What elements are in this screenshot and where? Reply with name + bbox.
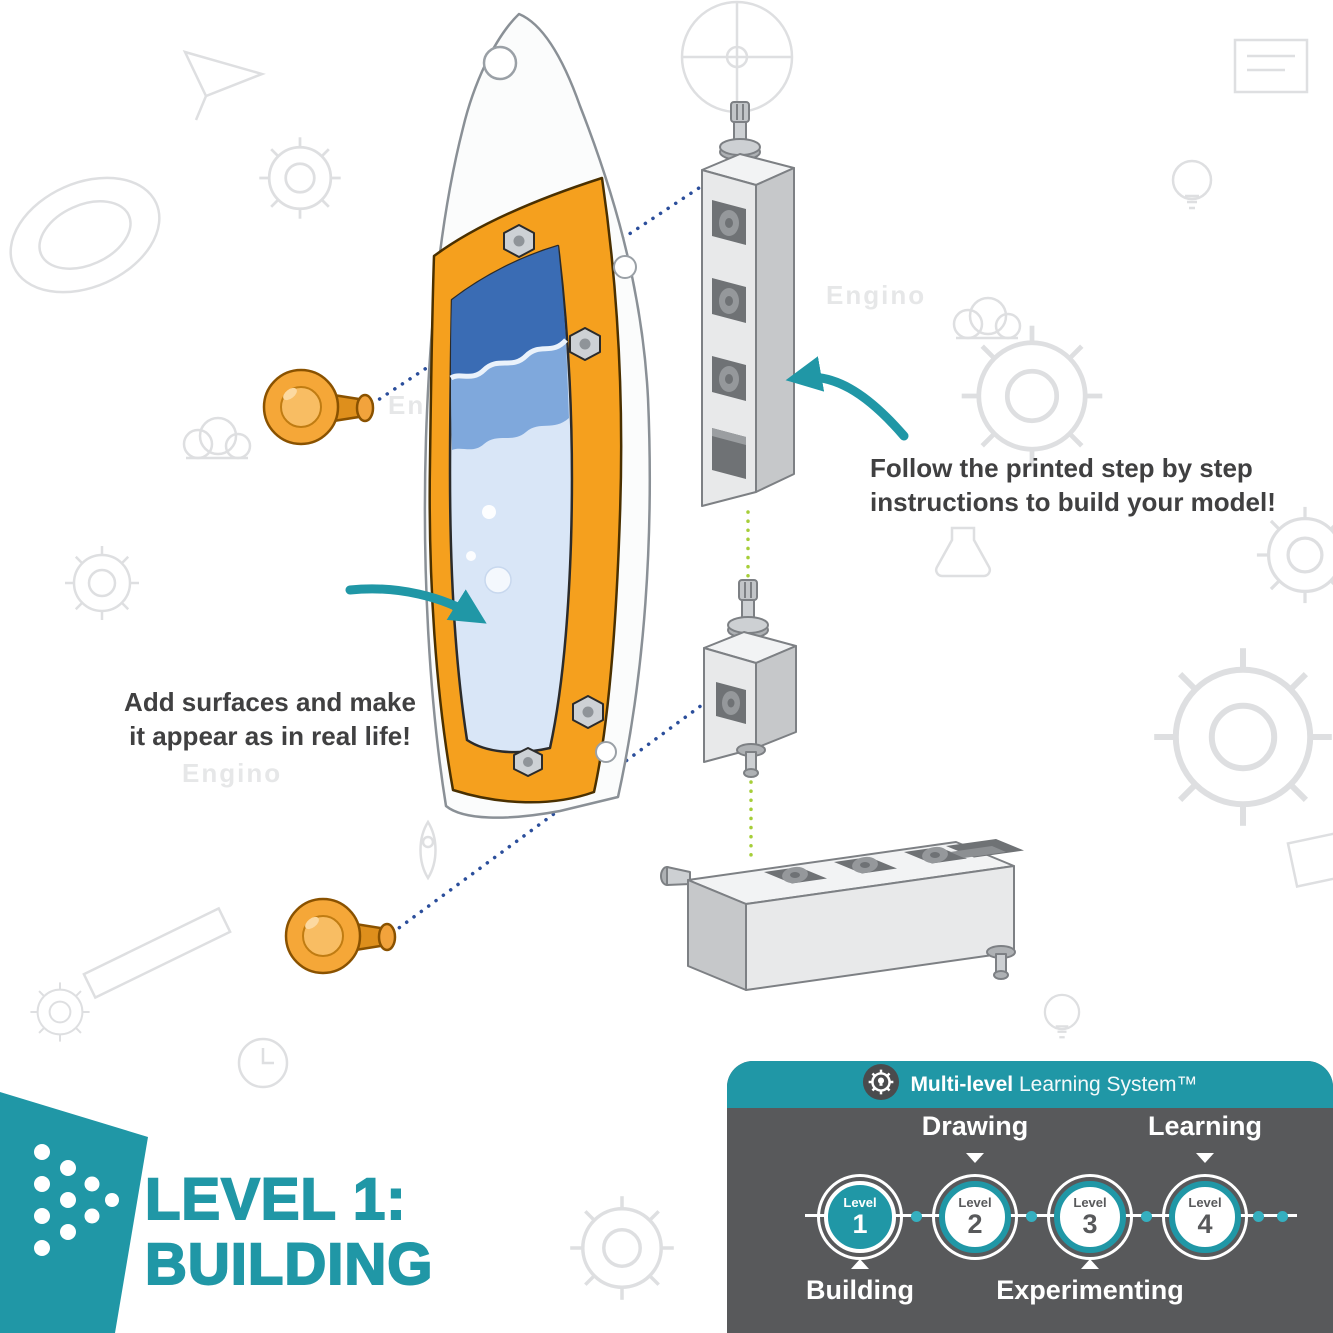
pointer-drawing (966, 1153, 984, 1163)
level-number: 1 (852, 1209, 868, 1239)
cube-block (703, 579, 797, 778)
learning-system-panel: Multi-level Learning System™ Drawing Lea… (727, 1061, 1333, 1333)
level-word: Level (958, 1195, 992, 1210)
doodle-shapes (9, 0, 1333, 1302)
pointer-learning (1196, 1153, 1214, 1163)
printed-surface-panel (423, 12, 652, 819)
brand-rest: Learning System™ (1013, 1072, 1198, 1096)
level-ring (1162, 1174, 1248, 1260)
progress-dot (1026, 1211, 1037, 1222)
level-number: 4 (1197, 1209, 1213, 1239)
arrow-to-beam (785, 356, 909, 441)
dotted-chevron-icon (34, 1144, 119, 1256)
learning-system-header: Multi-level Learning System™ (727, 1061, 1333, 1108)
level-number: 2 (967, 1209, 983, 1239)
level-title: LEVEL 1: BUILDING (144, 1166, 434, 1298)
level-3-node: Level 3 (1047, 1174, 1133, 1260)
gear-lightbulb-icon (862, 1063, 900, 1107)
screw-pin (727, 579, 769, 639)
level-word: Level (843, 1195, 877, 1210)
level-number: 3 (1082, 1209, 1098, 1239)
learning-system-title: Multi-level Learning System™ (910, 1073, 1197, 1097)
level-title-line1: LEVEL 1: (144, 1166, 407, 1233)
progress-dot (1253, 1211, 1264, 1222)
level-ribbon (0, 1092, 148, 1333)
level-title-line2: BUILDING (144, 1231, 434, 1298)
watermark-text: Engino (826, 280, 926, 310)
sheet-hole (613, 255, 637, 279)
level-circle: Level 2 (939, 1181, 1011, 1253)
level-ring (817, 1174, 903, 1260)
level-ring (1047, 1174, 1133, 1260)
label-drawing: Drawing (921, 1111, 1029, 1141)
pointer-experimenting (1081, 1259, 1099, 1269)
level-circle: Level 1 (824, 1181, 896, 1253)
pointer-building (851, 1259, 869, 1269)
level-word: Level (1073, 1195, 1107, 1210)
level-4-node: Level 4 (1162, 1174, 1248, 1260)
arrow-to-panel (345, 584, 487, 624)
progress-dot (1277, 1211, 1288, 1222)
level-circle: Level 3 (1054, 1181, 1126, 1253)
level-word: Level (1188, 1195, 1222, 1210)
label-learning: Learning (1147, 1111, 1262, 1141)
progress-dot (1141, 1211, 1152, 1222)
progress-dot (911, 1211, 922, 1222)
watermark-text: Engino (182, 758, 282, 788)
level-ring (932, 1174, 1018, 1260)
level-circle: Level 4 (1169, 1181, 1241, 1253)
instructions-note: Follow the printed step by step instruct… (870, 453, 1276, 517)
long-beam-block (660, 839, 1024, 991)
bottom-pin (986, 945, 1016, 980)
label-building: Building (806, 1275, 914, 1305)
surfaces-note: Add surfaces and make it appear as in re… (124, 687, 416, 751)
beam-block (701, 101, 795, 507)
level-1-node: Level 1 (817, 1174, 903, 1260)
orange-rivet-top (262, 368, 375, 446)
bottom-pin (736, 743, 766, 778)
screw-pin (719, 101, 761, 161)
level-2-node: Level 2 (932, 1174, 1018, 1260)
brand-bold: Multi-level (910, 1072, 1014, 1096)
orange-rivet-bottom (284, 897, 397, 975)
sheet-hole (482, 45, 518, 81)
label-experimenting: Experimenting (996, 1275, 1184, 1305)
sheet-hole (595, 741, 617, 763)
